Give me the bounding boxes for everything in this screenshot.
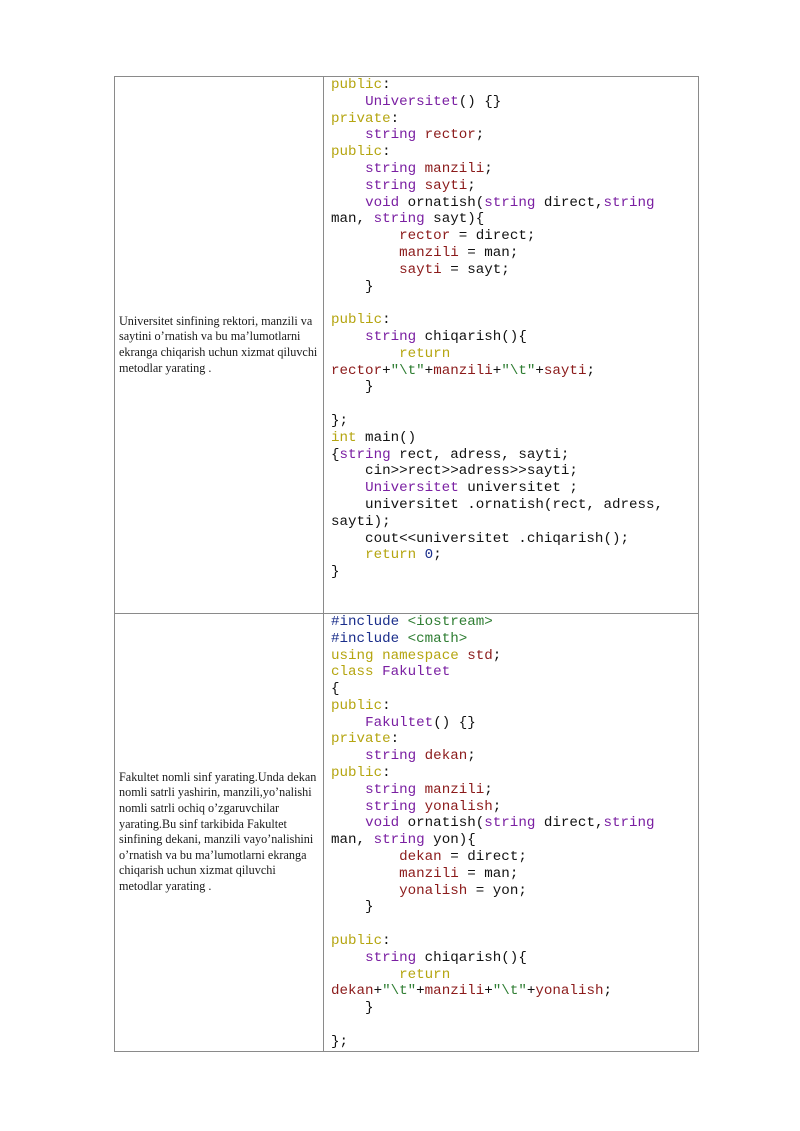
- code-line: string dekan;: [365, 748, 476, 765]
- code-line: private:: [331, 110, 400, 127]
- code-block-fakultet: #include <iostream>#include <cmath>using…: [331, 614, 692, 1051]
- code-line: return 0;: [365, 547, 442, 564]
- code-line: rector = direct;: [399, 228, 536, 245]
- task-table: Universitet sinfining rektori, manzili v…: [114, 76, 699, 1052]
- code-line: {: [331, 681, 340, 698]
- code-line: string yonalish;: [365, 798, 502, 815]
- code-line: return: [399, 966, 451, 983]
- code-line: void ornatish(string direct,string: [365, 815, 655, 832]
- code-block-universitet: public: Universitet() {}private: string …: [331, 77, 692, 613]
- table-row: Universitet sinfining rektori, manzili v…: [114, 76, 699, 614]
- code-line-blank: [331, 916, 692, 933]
- code-line: Universitet universitet ;: [365, 480, 578, 497]
- code-line: void ornatish(string direct,string: [365, 194, 655, 211]
- code-line: string sayti;: [365, 177, 476, 194]
- code-line: {string rect, adress, sayti;: [331, 446, 570, 463]
- code-line: string rector;: [365, 127, 485, 144]
- code-line: manzili = man;: [399, 865, 519, 882]
- code-line: cout<<universitet .chiqarish();: [331, 530, 629, 547]
- code-line: sayti);: [331, 513, 391, 530]
- code-line: #include <cmath>: [331, 630, 468, 647]
- code-line: }: [331, 379, 374, 396]
- code-line: Fakultet() {}: [365, 714, 476, 731]
- code-line: using namespace std;: [331, 647, 502, 664]
- code-cell: public: Universitet() {}private: string …: [323, 76, 699, 614]
- code-line: dekan = direct;: [399, 849, 527, 866]
- code-line: string chiqarish(){: [365, 328, 527, 345]
- code-line: class Fakultet: [331, 664, 451, 681]
- code-line-blank: [331, 295, 692, 312]
- code-cell: #include <iostream>#include <cmath>using…: [323, 612, 699, 1052]
- table-row: Fakultet nomli sinf yarating.Unda dekan …: [114, 612, 699, 1052]
- code-line: }: [331, 899, 374, 916]
- code-line: string chiqarish(){: [365, 949, 527, 966]
- task-description: Fakultet nomli sinf yarating.Unda dekan …: [119, 769, 317, 894]
- code-line: }: [331, 278, 374, 295]
- task-description-cell: Fakultet nomli sinf yarating.Unda dekan …: [114, 612, 324, 1052]
- code-line: man, string sayt){: [331, 211, 485, 228]
- code-line: };: [331, 412, 349, 429]
- code-line: public:: [331, 312, 391, 329]
- code-line: return: [399, 345, 451, 362]
- code-line: }: [331, 564, 340, 581]
- code-line-blank: [331, 1017, 692, 1034]
- code-line: dekan+"\t"+manzili+"\t"+yonalish;: [331, 983, 613, 1000]
- code-line: #include <iostream>: [331, 613, 493, 630]
- code-line: string manzili;: [365, 160, 493, 177]
- code-line-blank: [331, 396, 692, 413]
- code-line: public:: [331, 144, 391, 161]
- code-line: private:: [331, 731, 400, 748]
- task-description: Universitet sinfining rektori, manzili v…: [119, 313, 318, 375]
- code-line: public:: [331, 765, 391, 782]
- task-description-cell: Universitet sinfining rektori, manzili v…: [114, 76, 324, 614]
- code-line: yonalish = yon;: [399, 882, 527, 899]
- code-line: public:: [331, 697, 391, 714]
- code-line: universitet .ornatish(rect, adress,: [331, 496, 664, 513]
- code-line: sayti = sayt;: [399, 261, 510, 278]
- code-line: int main(): [331, 429, 417, 446]
- code-line: public:: [331, 77, 391, 93]
- code-line: Universitet() {}: [365, 93, 502, 110]
- code-line: public:: [331, 933, 391, 950]
- code-line: man, string yon){: [331, 832, 476, 849]
- code-line: string manzili;: [365, 781, 493, 798]
- code-line: };: [331, 1033, 349, 1050]
- code-line: manzili = man;: [399, 244, 519, 261]
- code-line: rector+"\t"+manzili+"\t"+sayti;: [331, 362, 595, 379]
- code-line: }: [331, 1000, 374, 1017]
- code-line: cin>>rect>>adress>>sayti;: [331, 463, 578, 480]
